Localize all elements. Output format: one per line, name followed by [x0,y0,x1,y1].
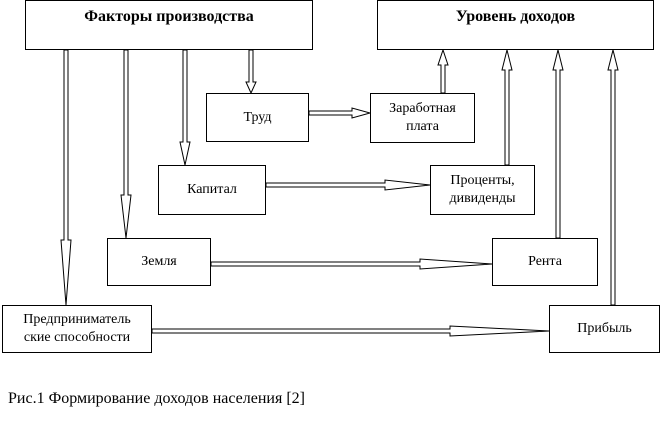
land-box: Земля [107,238,211,286]
entrepreneurial-abilities-box: Предприниматель ские способности [2,305,152,353]
arrow-entrepreneurial-to-profit [151,325,550,337]
arrow-factors-to-capital [179,49,191,166]
interest-label-line1: Проценты, [450,173,515,188]
interest-dividends-box: Проценты, дивиденды [430,165,535,215]
arrow-profit-to-income [607,49,619,306]
factors-of-production-box: Факторы производства [25,0,313,50]
arrow-labor-to-wages [308,107,372,119]
labor-box: Труд [206,93,309,142]
arrow-capital-to-interest [265,179,431,191]
rent-box: Рента [492,238,598,286]
arrow-rent-to-income [552,49,564,239]
entrep-label-line2: ские способности [23,330,131,345]
income-level-box: Уровень доходов [377,0,654,50]
arrow-wages-to-income [437,48,449,94]
factors-label: Факторы производства [84,8,254,25]
profit-box: Прибыль [549,305,660,353]
arrow-interest-to-income [501,49,513,166]
labor-label: Труд [243,109,272,125]
arrow-factors-to-land [120,49,132,239]
interest-label-line2: дивиденды [449,191,516,206]
figure-caption: Рис.1 Формирование доходов населения [2] [8,390,305,407]
arrow-land-to-rent [210,258,493,270]
wages-box: Заработная плата [370,93,475,143]
wages-label-line2: плата [406,119,439,134]
wages-label-line1: Заработная [389,101,456,116]
entrep-label-line1: Предприниматель [23,312,131,327]
land-label: Земля [141,254,177,269]
profit-label: Прибыль [577,321,632,336]
capital-label: Капитал [187,182,237,197]
rent-label: Рента [528,254,562,269]
income-label: Уровень доходов [455,8,576,25]
arrow-factors-to-entrepreneurial [60,49,72,306]
capital-box: Капитал [158,165,266,215]
arrow-factors-to-labor [245,49,257,95]
